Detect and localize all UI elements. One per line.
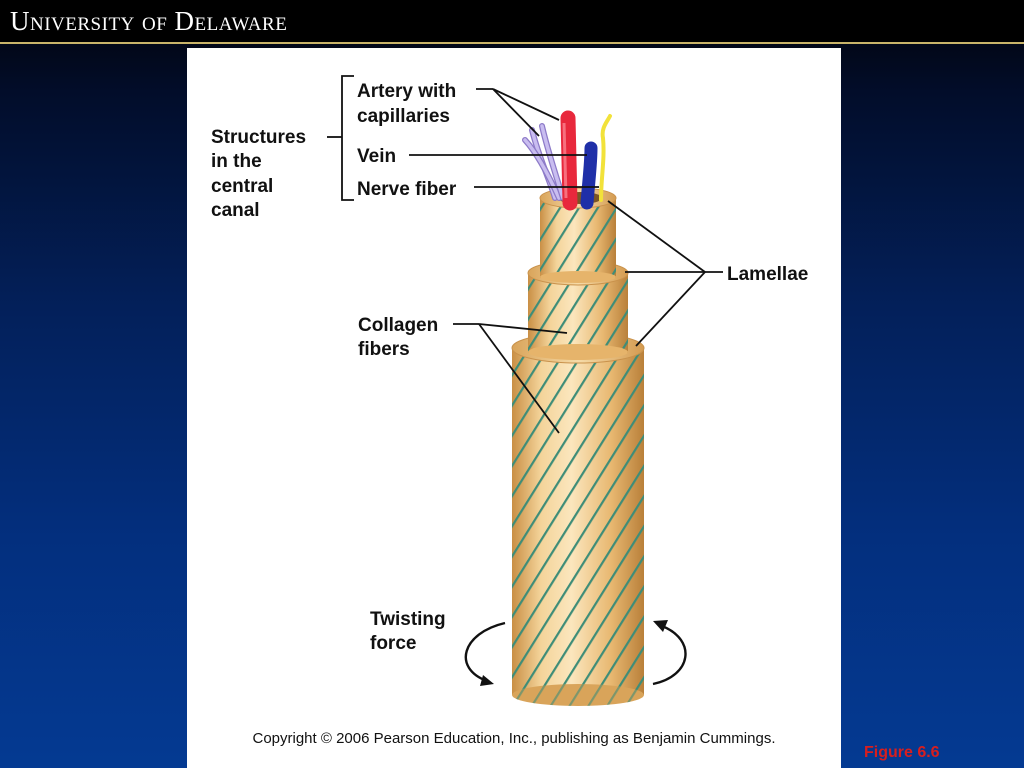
figure-number: Figure 6.6 (864, 744, 940, 761)
label-collagen-fibers: Collagen fibers (358, 315, 444, 360)
figure-panel: Artery with capillaries Structures in th… (187, 48, 841, 768)
vein (580, 141, 598, 210)
nerve-fiber (599, 114, 612, 202)
artery (560, 110, 578, 211)
label-lamellae: Lamellae (727, 264, 808, 285)
leader-lines (327, 75, 723, 434)
university-logo: University of Delaware (10, 6, 288, 36)
header-divider (0, 42, 1024, 44)
twisting-force-arrows (464, 620, 687, 686)
slide-header: University of Delaware (0, 0, 1024, 42)
copyright-notice: Copyright © 2006 Pearson Education, Inc.… (252, 730, 776, 747)
label-twisting-force: Twisting force (370, 609, 451, 654)
capillaries (522, 123, 566, 201)
outer-lamella (511, 332, 645, 706)
osteon-diagram: Artery with capillaries Structures in th… (211, 75, 808, 706)
label-structures: Structures in the central canal (211, 127, 311, 221)
label-vein: Vein (357, 146, 396, 167)
label-nerve-fiber: Nerve fiber (357, 179, 457, 200)
inner-lamella (539, 187, 617, 283)
label-artery: Artery with capillaries (357, 81, 462, 127)
